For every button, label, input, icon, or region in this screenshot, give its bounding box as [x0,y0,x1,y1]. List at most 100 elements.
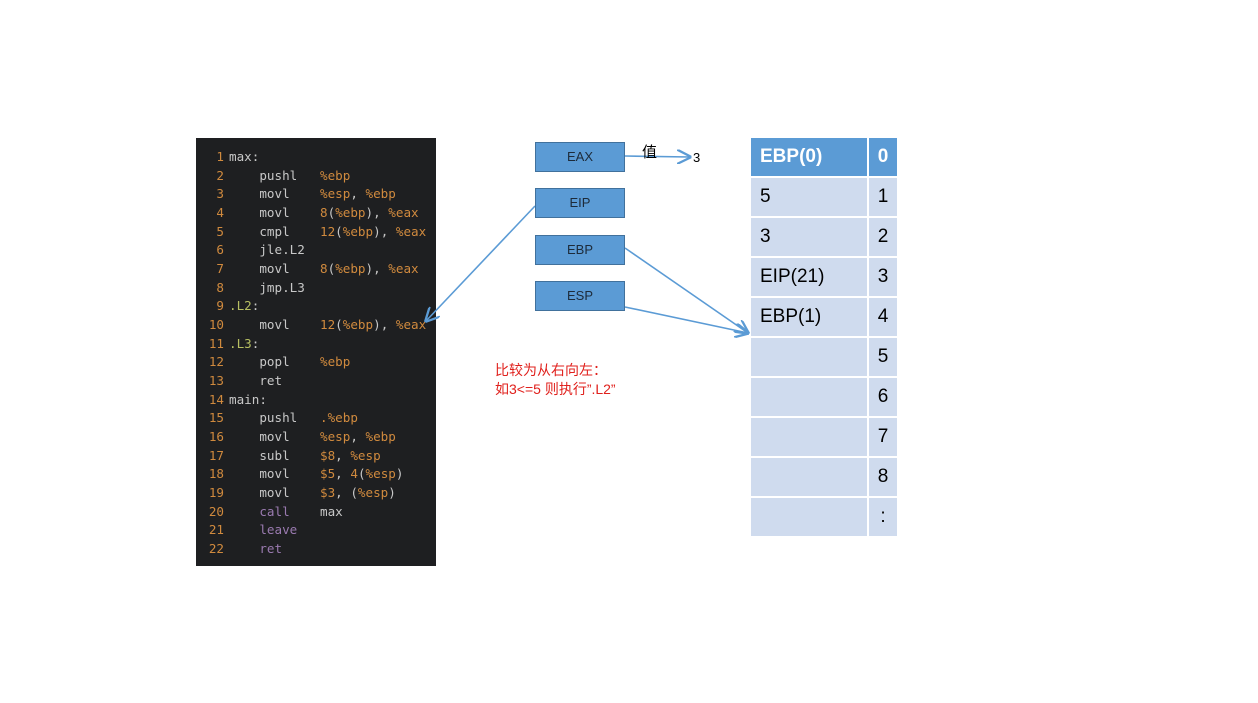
code-token: popl [229,354,320,370]
stack-index: : [869,498,897,538]
eax-arrow-label: 值 [642,144,658,161]
stack-index: 6 [869,378,897,418]
code-token: %ebp [335,205,366,221]
stack-value: 5 [751,178,869,218]
code-token: $8 [320,447,336,463]
stack-value: EBP(1) [751,298,869,338]
code-token: ) [395,466,404,482]
stack-index: 7 [869,418,897,458]
stack-index: 4 [869,298,897,338]
code-token: %ebp [320,354,351,370]
code-token: ( [357,466,366,482]
stack-row: EBP(1)4 [751,298,897,338]
code-token: movl [229,317,320,333]
code-token: 8 [320,205,328,221]
line-number: 5 [216,223,224,239]
eax-value-arrow [624,156,690,157]
code-token: main: [229,391,267,407]
code-token: 12 [320,317,336,333]
line-number: 14 [208,391,224,407]
stack-row: EIP(21)3 [751,258,897,298]
code-token: ( [335,317,343,333]
code-token: max [320,503,343,519]
code-token: 8 [320,261,328,277]
code-token: ), [365,205,389,221]
code-token: %ebp [365,429,396,445]
code-line: 8 jmp.L3 [196,279,436,298]
code-line: 13 ret [196,372,436,391]
code-line: 3 movl %esp, %ebp [196,185,436,204]
code-line: 5 cmpl 12(%ebp), %eax [196,223,436,242]
code-token: ret [229,541,283,557]
code-token: %ebp [342,223,374,239]
line-number: 20 [208,503,224,519]
code-token: ), [373,223,396,239]
note-line-2: 如3<=5 则执行”.L2” [495,381,616,397]
code-token: %esp [365,466,396,482]
line-number: 16 [208,429,224,445]
stack-row: 6 [751,378,897,418]
line-number: 10 [208,317,224,333]
stack-row: 8 [751,458,897,498]
code-token: %eax [395,317,427,333]
code-token: ( [327,205,336,221]
line-number: 12 [208,354,224,370]
code-line: 9 .L2: [196,297,436,316]
code-token: %esp [320,186,351,202]
code-token: movl [229,205,320,221]
line-number: 7 [216,261,224,277]
eax-value: 3 [693,150,701,165]
stack-row: : [751,498,897,538]
stack-index: 1 [869,178,897,218]
code-line: 7 movl 8(%ebp), %eax [196,260,436,279]
line-number: 11 [208,335,224,351]
stack-value: EIP(21) [751,258,869,298]
stack-value [751,458,869,498]
stack-index: 3 [869,258,897,298]
code-token: movl [229,261,320,277]
line-number: 18 [208,466,224,482]
code-token: $3 [320,485,336,501]
code-token: : [251,298,260,314]
code-token: .%ebp [320,410,358,426]
comparison-note: 比较为从右向左： 如3<=5 则执行”.L2” [495,361,616,399]
stack-value [751,338,869,378]
code-line: 12 popl %ebp [196,353,436,372]
code-line: 10 movl 12(%ebp), %eax [196,316,436,335]
code-token: %ebp [320,167,351,183]
esp-to-stack-arrow [624,306,748,333]
code-token: ret [229,373,283,389]
line-number: 22 [208,541,224,557]
eip-to-code-arrow [426,205,536,321]
code-token: ( [335,223,343,239]
code-token: , ( [335,485,358,501]
stack-value: 3 [751,218,869,258]
code-token: %eax [388,205,419,221]
code-token: ), [365,261,389,277]
code-token: .L2 [229,298,252,314]
code-token: %ebp [365,186,396,202]
eip-register-box: EIP [535,188,625,218]
code-token: 4 [350,466,358,482]
stack-value: EBP(0) [751,138,869,178]
code-line: 21 leave [196,521,436,540]
code-token: jmp.L3 [229,279,305,295]
note-line-1: 比较为从右向左： [495,362,607,378]
code-line: 18 movl $5, 4(%esp) [196,465,436,484]
code-token: %esp [320,429,351,445]
code-token: call [229,503,320,519]
code-token: %ebp [342,317,374,333]
code-line: 15 pushl .%ebp [196,409,436,428]
code-line: 22 ret [196,540,436,559]
code-token: max: [229,149,260,164]
line-number: 6 [216,242,224,258]
code-token: ), [373,317,396,333]
code-token: movl [229,186,320,202]
line-number: 9 [216,298,224,314]
stack-index: 2 [869,218,897,258]
ebp-to-stack-arrow [624,247,748,333]
line-number: 21 [208,522,224,538]
